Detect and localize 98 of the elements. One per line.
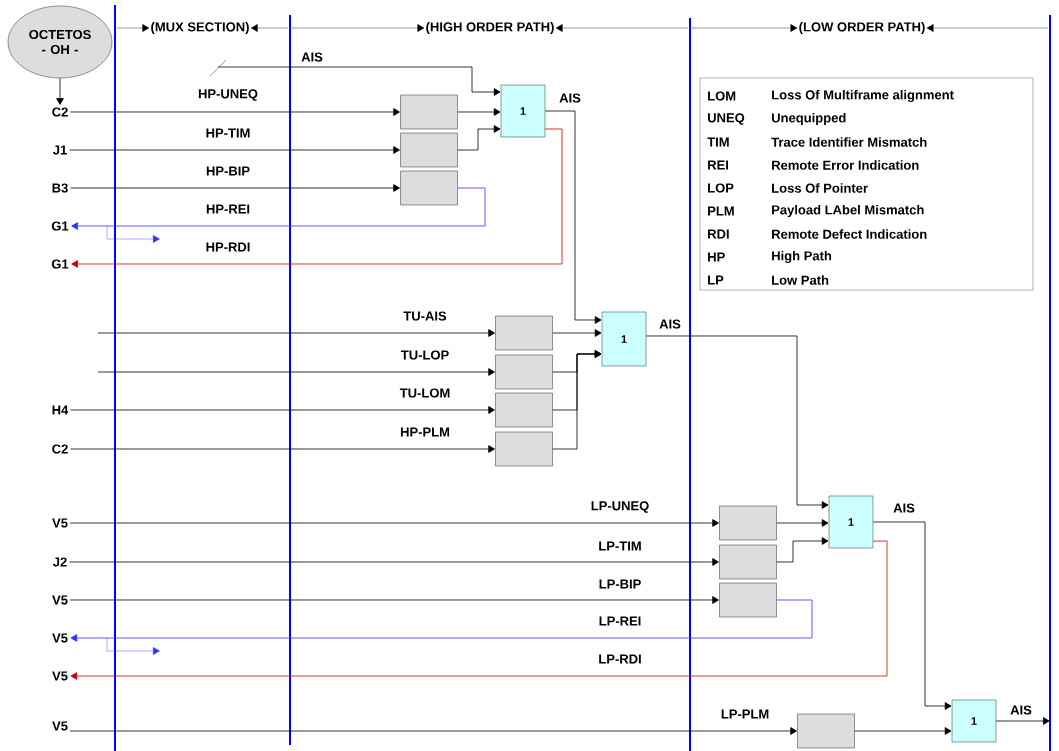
section-label: (MUX SECTION) bbox=[151, 21, 249, 35]
signal-label: V5 bbox=[52, 671, 68, 681]
arrow bbox=[70, 540, 888, 680]
label: PLM bbox=[708, 206, 734, 216]
register-box bbox=[719, 544, 777, 580]
arrow bbox=[645, 335, 829, 509]
signal-label: G1 bbox=[51, 259, 69, 269]
or-gate-box: 1 bbox=[601, 311, 647, 367]
label: LOM bbox=[708, 91, 736, 101]
edge-label: HP-RDI bbox=[204, 241, 252, 253]
arrow bbox=[872, 521, 952, 710]
edge-label: LP-TIM bbox=[597, 540, 643, 552]
edge-label: HP-BIP bbox=[205, 165, 252, 177]
edge-label: AIS bbox=[300, 51, 324, 63]
arrow bbox=[552, 350, 602, 450]
register-box bbox=[400, 170, 458, 206]
arrow bbox=[70, 406, 495, 414]
edge-label: LP-PLM bbox=[719, 708, 771, 720]
signal-label: V5 bbox=[52, 721, 68, 731]
signal-label: C2 bbox=[52, 444, 68, 454]
arrow bbox=[217, 66, 501, 96]
signal-label: C2 bbox=[52, 107, 68, 117]
section-label: (LOW ORDER PATH) bbox=[799, 21, 925, 35]
label: Remote Error Indication bbox=[772, 160, 919, 170]
label: UNEQ bbox=[707, 113, 745, 125]
label: Payload LAbel Mismatch bbox=[772, 204, 924, 218]
edge-label: LP-BIP bbox=[597, 578, 643, 590]
register-box bbox=[400, 132, 458, 168]
signal-label: B3 bbox=[52, 183, 68, 193]
arrow bbox=[70, 108, 400, 116]
arrow bbox=[69, 146, 400, 154]
register-box bbox=[495, 392, 553, 428]
edge-label: AIS bbox=[558, 92, 582, 104]
arrow bbox=[70, 445, 495, 453]
arrow bbox=[854, 727, 952, 735]
arrow bbox=[457, 108, 501, 116]
register-box bbox=[495, 315, 553, 351]
label: Loss Of Pointer bbox=[772, 183, 868, 193]
arrow bbox=[70, 599, 813, 642]
edge-label: AIS bbox=[658, 318, 682, 330]
arrow bbox=[69, 596, 719, 604]
signal-label: H4 bbox=[52, 405, 69, 415]
label: LP bbox=[708, 275, 724, 285]
label: High Path bbox=[772, 250, 832, 264]
label: TIM bbox=[707, 137, 729, 147]
edge-label: HP-TIM bbox=[204, 127, 252, 139]
signal-label: J1 bbox=[53, 145, 67, 155]
arrow bbox=[69, 519, 719, 527]
signal-label: J2 bbox=[53, 557, 67, 567]
label: Remote Defect Indication bbox=[772, 229, 927, 239]
edge-label: TU-AIS bbox=[402, 310, 448, 322]
label: Low Path bbox=[772, 275, 829, 285]
register-box bbox=[400, 94, 458, 130]
signal-label: V5 bbox=[52, 518, 68, 528]
signal-label: V5 bbox=[52, 595, 68, 605]
or-gate-box: 1 bbox=[500, 84, 546, 138]
edge-label: HP-REI bbox=[205, 203, 252, 215]
register-box bbox=[495, 431, 553, 467]
arrow bbox=[776, 537, 829, 563]
abbreviation-table: LOM Loss Of Multiframe alignment UNEQ Unequipped TIM Trace Identifier Mismatch REI Remote Error Indication LOP Loss Of Pointer PLM Payload LAbel Mismatch RDI Remote Defect Indication HP High Path LP Low Path bbox=[699, 77, 1034, 291]
label: Unequipped bbox=[771, 112, 846, 126]
label: HP bbox=[708, 252, 725, 262]
edge-label: LP-REI bbox=[597, 615, 643, 627]
edge-label: AIS bbox=[1009, 704, 1033, 716]
signal-label: V5 bbox=[52, 633, 68, 643]
arrow bbox=[544, 110, 602, 324]
section-label: (HIGH ORDER PATH) bbox=[426, 21, 554, 35]
label: Loss Of Multiframe alignment bbox=[772, 89, 954, 103]
label: LOP bbox=[708, 183, 734, 193]
edge-label: HP-PLM bbox=[399, 426, 451, 438]
edge-label: TU-LOM bbox=[398, 387, 452, 399]
arrow bbox=[71, 187, 486, 230]
arrow bbox=[69, 727, 797, 735]
edge-label: TU-LOP bbox=[399, 349, 451, 361]
arrow bbox=[71, 128, 563, 268]
edge-label: LP-RDI bbox=[597, 653, 643, 665]
arrow bbox=[97, 329, 495, 337]
arrow bbox=[776, 519, 829, 527]
arrow bbox=[56, 77, 64, 105]
edge-label: HP-UNEQ bbox=[197, 88, 259, 102]
arrow bbox=[995, 717, 1050, 725]
arrow bbox=[97, 368, 495, 376]
register-box bbox=[797, 713, 855, 749]
register-box bbox=[495, 354, 553, 390]
label: RDI bbox=[708, 229, 729, 239]
edge-label: AIS bbox=[892, 502, 916, 514]
label: REI bbox=[708, 160, 729, 170]
register-box bbox=[719, 505, 777, 541]
signal-label: G1 bbox=[51, 221, 69, 231]
arrow bbox=[70, 184, 400, 192]
or-gate-box: 1 bbox=[951, 699, 997, 743]
label: Trace Identifier Mismatch bbox=[771, 137, 927, 147]
edge-label: LP-UNEQ bbox=[589, 500, 651, 514]
arrow bbox=[457, 125, 501, 151]
or-gate-box: 1 bbox=[828, 495, 874, 549]
arrow bbox=[552, 329, 602, 337]
arrow bbox=[69, 558, 719, 566]
register-box bbox=[719, 582, 777, 618]
